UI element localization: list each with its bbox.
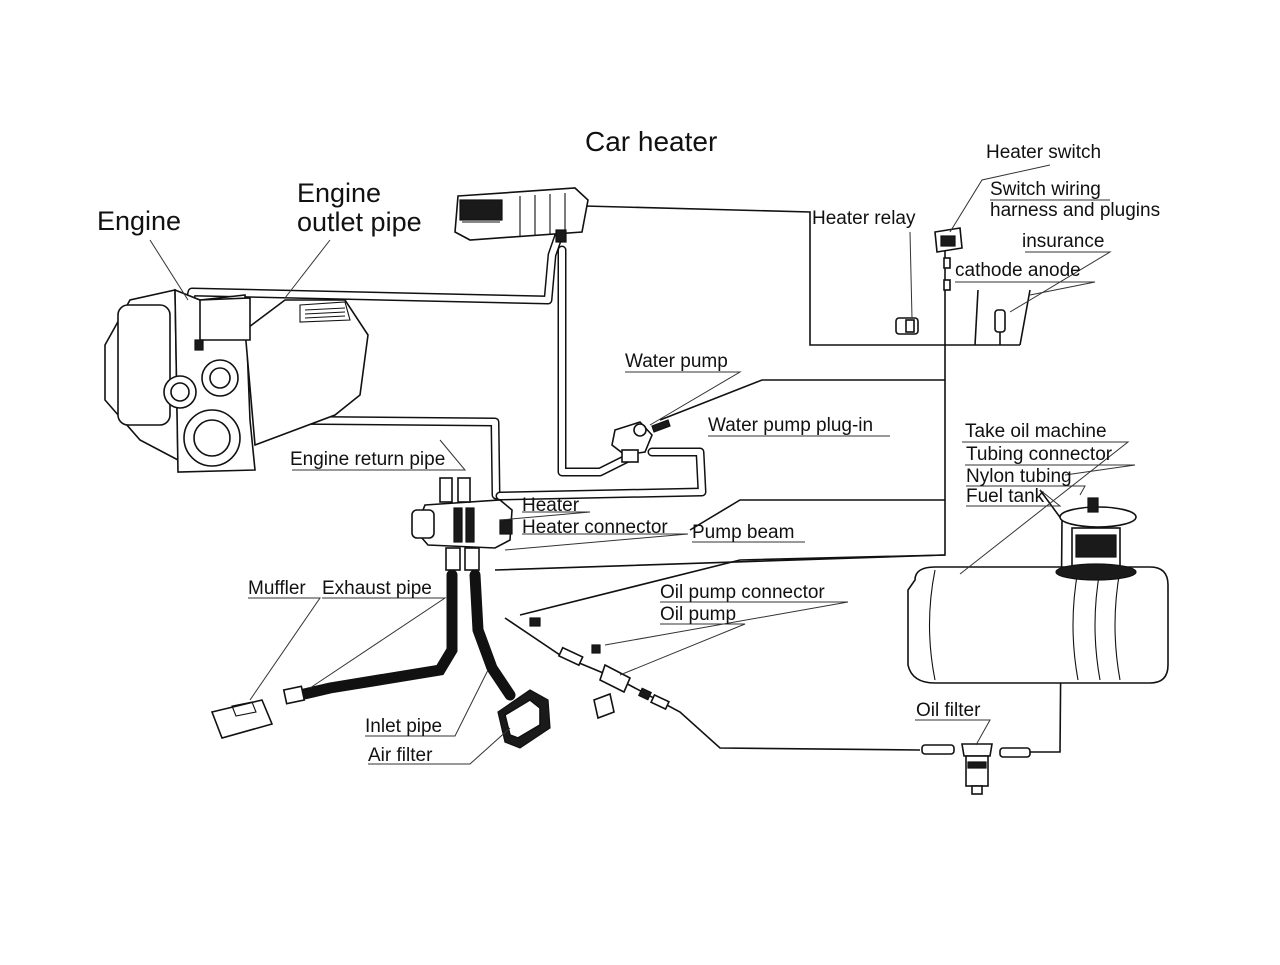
label-air-filter: Air filter xyxy=(368,745,433,766)
fuel-tank xyxy=(907,566,1169,684)
label-oil-filter: Oil filter xyxy=(916,700,981,721)
take-oil-machine xyxy=(1055,497,1137,581)
label-heater-relay: Heater relay xyxy=(812,208,916,229)
label-tubing-connector: Tubing connector xyxy=(966,444,1113,465)
label-insurance: insurance xyxy=(1022,231,1104,252)
label-inlet-pipe: Inlet pipe xyxy=(365,716,442,737)
label-oil-pump-connector: Oil pump connector xyxy=(660,582,825,603)
label-water-pump: Water pump xyxy=(625,351,728,372)
label-heater: Heater xyxy=(522,495,580,516)
heater-switch xyxy=(934,227,963,291)
car-heater-title: Car heater xyxy=(585,126,717,157)
oil-pump-connector xyxy=(591,644,615,720)
label-engine-outlet-line2: outlet pipe xyxy=(297,207,422,237)
heater-to-pump-pipe xyxy=(557,245,633,477)
water-pump xyxy=(611,419,671,463)
wiring-harness xyxy=(494,205,1020,616)
pump-to-heater-pipe xyxy=(495,447,707,501)
inlet-pipe xyxy=(469,569,516,701)
label-switch-wiring-line2: harness and plugins xyxy=(990,200,1160,221)
label-nylon-tubing: Nylon tubing xyxy=(966,466,1072,487)
label-switch-wiring-line1: Switch wiring xyxy=(990,179,1101,200)
leader-lines xyxy=(149,164,1136,765)
label-fuel-tank: Fuel tank xyxy=(966,486,1045,507)
label-water-pump-plugin: Water pump plug-in xyxy=(708,415,873,436)
label-engine: Engine xyxy=(97,206,181,236)
label-heater-connector: Heater connector xyxy=(522,517,668,538)
label-heater-switch: Heater switch xyxy=(986,142,1101,163)
engine xyxy=(104,288,369,473)
engine-return-pipe xyxy=(257,415,501,500)
label-exhaust-pipe: Exhaust pipe xyxy=(322,578,432,599)
heater-relay xyxy=(895,317,919,335)
label-muffler: Muffler xyxy=(248,578,306,599)
label-cathode-anode: cathode anode xyxy=(955,260,1081,281)
muffler xyxy=(210,699,274,739)
label-pump-beam: Pump beam xyxy=(692,522,794,543)
label-engine-outlet-line1: Engine xyxy=(297,178,381,208)
oil-filter xyxy=(921,743,1031,795)
oil-pump xyxy=(529,617,671,711)
engine-outlet-pipe xyxy=(185,227,565,305)
exhaust-pipe xyxy=(282,569,458,705)
diesel-heater xyxy=(411,477,513,571)
car-heater-unit xyxy=(454,187,589,243)
battery-terminals xyxy=(974,289,1031,346)
fuse-insurance xyxy=(994,309,1006,345)
label-take-oil-machine: Take oil machine xyxy=(965,421,1107,442)
air-filter xyxy=(497,689,551,749)
label-engine-return-pipe: Engine return pipe xyxy=(290,449,445,470)
label-oil-pump: Oil pump xyxy=(660,604,736,625)
